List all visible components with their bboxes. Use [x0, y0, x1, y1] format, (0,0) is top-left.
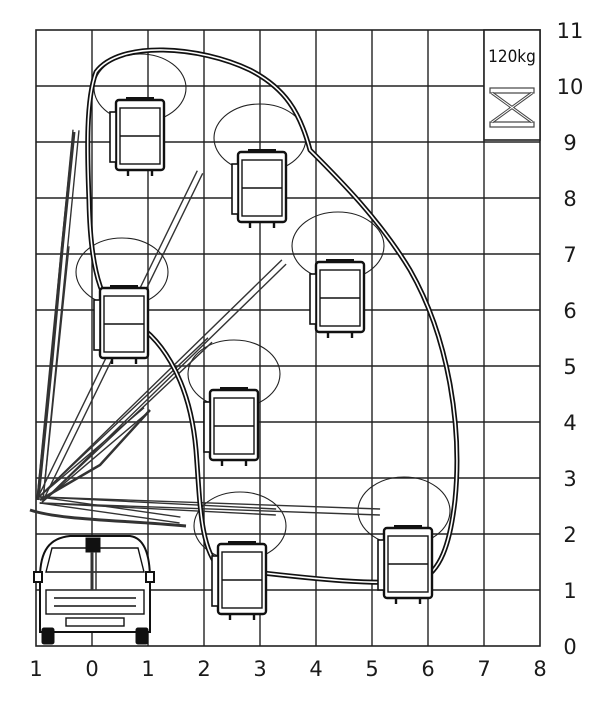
lower-boom — [29, 508, 187, 528]
boom-arm — [37, 407, 145, 499]
capacity-label: 120kg — [488, 47, 536, 67]
x-tick-label: 6 — [421, 657, 434, 681]
x-tick-label: 2 — [197, 657, 210, 681]
y-axis-ticks: 0 1 2 3 4 5 6 7 8 9 10 11 — [557, 19, 584, 659]
boom-arm — [37, 259, 283, 499]
x-tick-label: 4 — [309, 657, 322, 681]
y-tick-label: 8 — [563, 187, 576, 211]
y-tick-label: 2 — [563, 523, 576, 547]
y-tick-label: 5 — [563, 355, 576, 379]
platform-basket-icon — [309, 259, 366, 338]
y-tick-label: 9 — [563, 131, 576, 155]
platform-basket-icon — [93, 285, 150, 364]
platform-basket-icon — [203, 387, 260, 466]
x-tick-label: 0 — [85, 657, 98, 681]
y-tick-label: 3 — [563, 467, 576, 491]
mid-boom — [39, 409, 151, 502]
x-axis-ticks: 1 0 1 2 3 4 5 6 7 8 — [29, 657, 546, 681]
y-tick-label: 11 — [557, 19, 584, 43]
platform-baskets — [93, 97, 434, 620]
y-tick-label: 0 — [563, 635, 576, 659]
platform-basket-icon — [377, 525, 434, 604]
grid-frame — [35, 29, 541, 647]
boom-arm — [39, 502, 380, 516]
boom-arm — [42, 246, 70, 501]
scissor-lift-icon — [489, 87, 535, 128]
y-tick-label: 1 — [563, 579, 576, 603]
platform-basket-icon — [211, 541, 268, 620]
capacity-badge: 120kg — [483, 29, 541, 141]
y-tick-label: 6 — [563, 299, 576, 323]
van-icon — [33, 535, 155, 645]
booms — [29, 129, 381, 528]
y-tick-label: 10 — [557, 75, 584, 99]
boom-arm — [41, 263, 287, 503]
x-tick-label: 8 — [533, 657, 546, 681]
x-tick-label: 3 — [253, 657, 266, 681]
y-tick-label: 4 — [563, 411, 576, 435]
boom-arm — [39, 502, 180, 524]
x-tick-label: 1 — [141, 657, 154, 681]
boom-arm — [40, 496, 381, 510]
x-tick-label: 1 — [29, 657, 42, 681]
x-tick-label: 5 — [365, 657, 378, 681]
boom-arm — [37, 337, 209, 499]
x-tick-label: 7 — [477, 657, 490, 681]
platform-basket-icon — [231, 149, 288, 228]
main-mast — [36, 131, 76, 501]
y-tick-label: 7 — [563, 243, 576, 267]
platform-basket-icon — [109, 97, 166, 176]
